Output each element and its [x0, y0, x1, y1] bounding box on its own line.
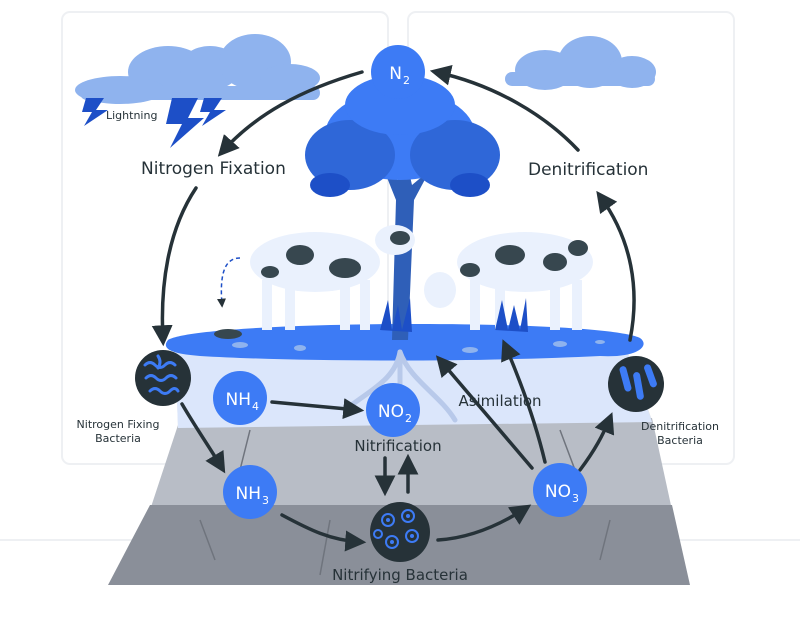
arrow-nitrifying-to-no3: [436, 504, 532, 542]
lightning-icon: [82, 98, 226, 148]
plant-left-icon: [380, 298, 412, 332]
node-n2-base: N: [389, 64, 402, 84]
arrow-fixation-to-bacteria: [151, 186, 198, 347]
arrow-bacteria-to-nh3: [180, 402, 226, 474]
nitrifying-bacteria-label: Nitrifying Bacteria: [332, 566, 468, 584]
node-nh4: NH 4: [213, 371, 267, 425]
cow-left-icon: [250, 225, 415, 330]
grass-surface: [165, 323, 644, 361]
node-no3-base: NO: [545, 482, 571, 502]
nitrogen-fixing-bacteria-label-1: Nitrogen Fixing: [77, 418, 160, 431]
cycle-arrows: [151, 64, 636, 552]
soil-layer: [175, 345, 652, 428]
denitrification-bacteria-label-2: Bacteria: [657, 434, 703, 447]
manure-dashed-arrow: [217, 257, 241, 308]
node-nh3: NH 3: [223, 465, 277, 519]
manure-icon: [214, 329, 242, 339]
node-nh3-base: NH: [236, 484, 262, 504]
node-no2-base: NO: [378, 402, 404, 422]
nitrogen-fixing-bacteria-label-2: Bacteria: [95, 432, 141, 445]
denitrification-bacteria-label-1: Denitrification: [641, 420, 719, 433]
cloud-left-icon: [75, 34, 320, 104]
node-n2: N 2: [371, 45, 425, 99]
arrow-denitrification-to-n2: [429, 64, 580, 152]
node-no2: NO 2: [366, 383, 420, 437]
node-nh3-sub: 3: [262, 494, 269, 507]
tree-icon: [305, 75, 500, 340]
node-n2-sub: 2: [403, 74, 410, 87]
nitrifying-bacteria-icon: [370, 502, 430, 562]
arrow-denitbacteria-to-denitrification: [596, 190, 636, 342]
arrow-nh4-to-no2: [270, 398, 365, 420]
cow-right-icon: [424, 232, 593, 330]
denitrification-label: Denitrification: [528, 160, 648, 180]
lightning-label: Lightning: [106, 109, 157, 122]
denitrification-bacteria-icon: [608, 356, 664, 412]
arrow-nh3-to-nitrifying: [280, 513, 367, 552]
nitrogen-fixation-label: Nitrogen Fixation: [141, 159, 286, 179]
nitrification-label: Nitrification: [354, 437, 441, 455]
plant-right-icon: [495, 298, 528, 332]
arrow-no3-to-plant: [501, 339, 547, 464]
node-nh4-sub: 4: [252, 400, 259, 413]
asimilation-label: Asimilation: [458, 392, 541, 410]
grass-spots: [232, 340, 605, 353]
nitrogen-fixing-bacteria-icon: [135, 350, 191, 406]
node-no3-sub: 3: [572, 492, 579, 505]
node-nh4-base: NH: [226, 390, 252, 410]
arrow-no3-to-denitbacteria: [578, 412, 615, 472]
arrow-no3-to-roots: [435, 355, 534, 470]
node-no3: NO 3: [533, 463, 587, 517]
node-no2-sub: 2: [405, 412, 412, 425]
arrow-n2-to-fixation: [217, 70, 364, 157]
cloud-right-icon: [505, 36, 656, 90]
